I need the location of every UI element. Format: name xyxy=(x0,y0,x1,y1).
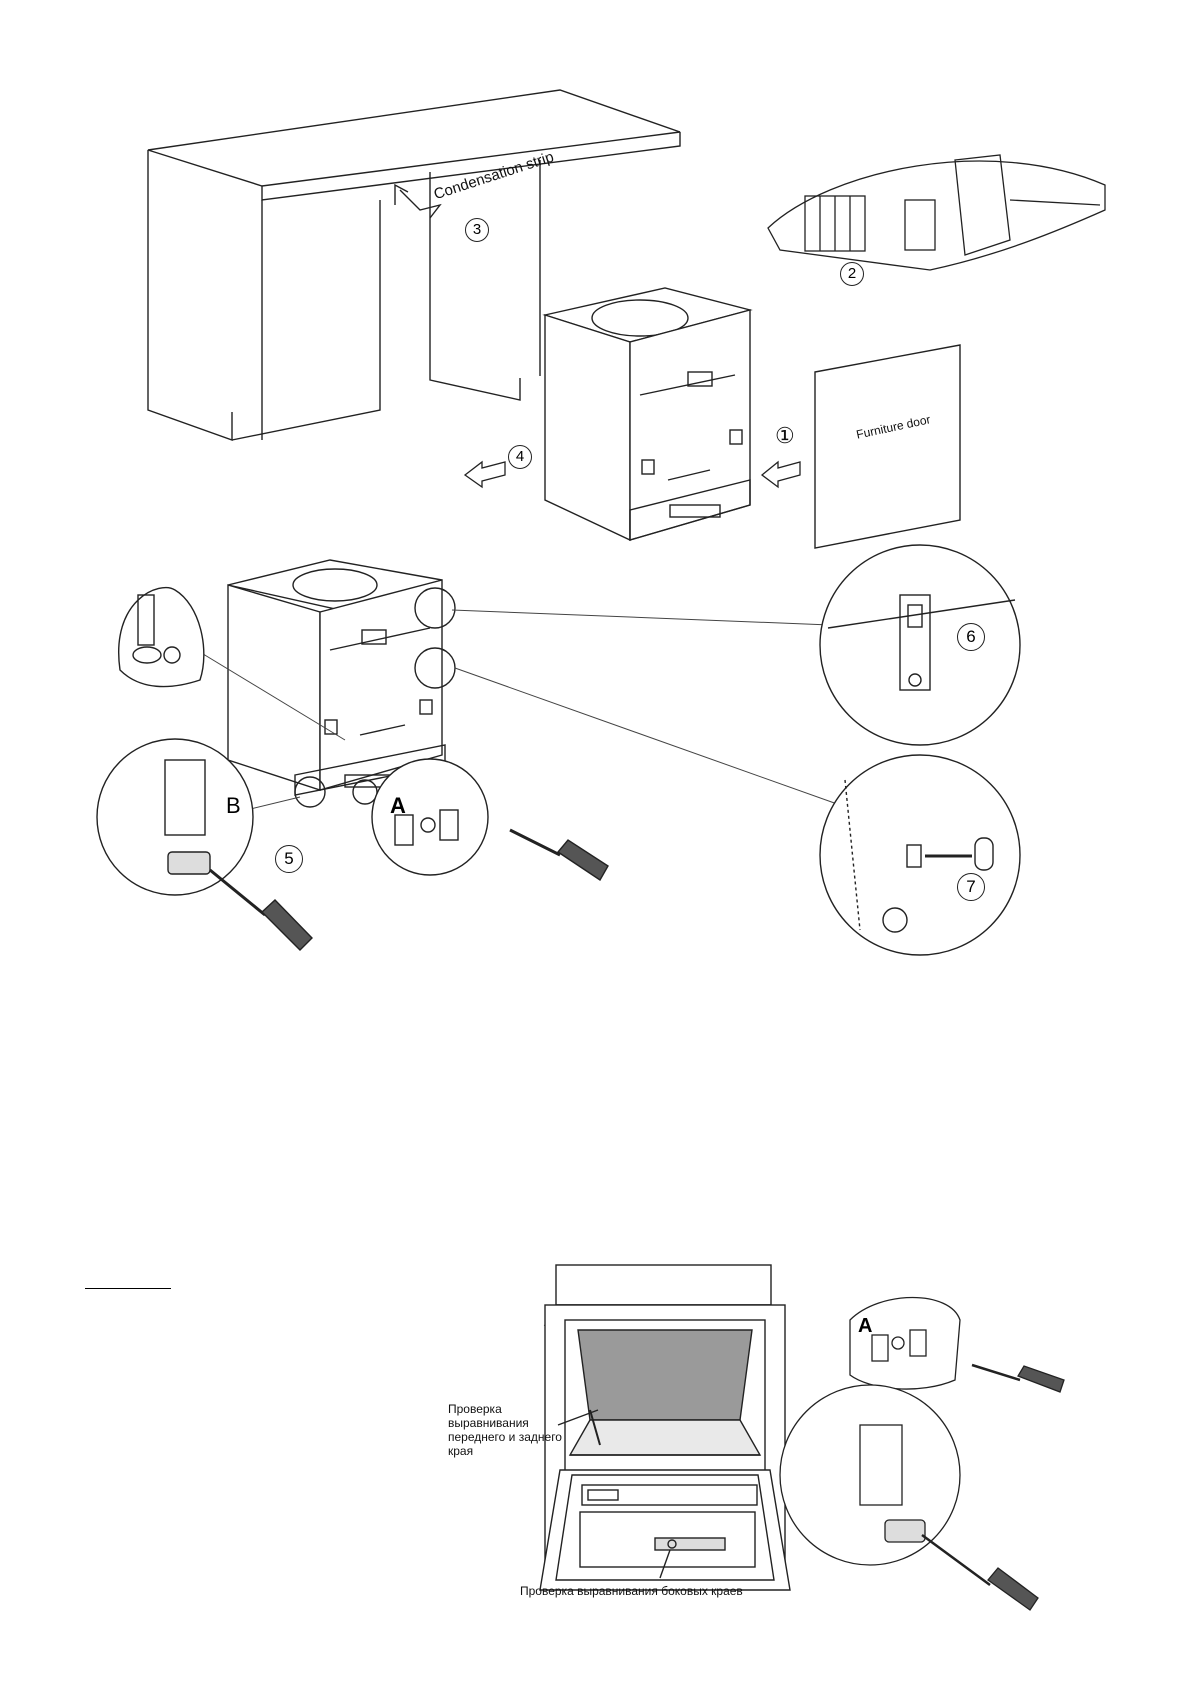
detail-a-letter-bottom: A xyxy=(858,1315,873,1337)
heading-underline xyxy=(85,1288,171,1289)
step-2-badge: 2 xyxy=(840,262,864,286)
step-3-badge: 3 xyxy=(465,218,489,242)
detail-b-letter: B xyxy=(226,793,241,818)
step-6-badge: 6 xyxy=(957,623,985,651)
check-front-back-label: Проверка выравнивания переднего и заднег… xyxy=(448,1402,562,1458)
step-1-badge: ① xyxy=(775,423,795,448)
step-7-badge: 7 xyxy=(957,873,985,901)
step-5-badge: 5 xyxy=(275,845,303,873)
installation-illustration-top xyxy=(96,89,1106,956)
step-4-badge: 4 xyxy=(508,445,532,469)
check-sides-label: Проверка выравнивания боковых краев xyxy=(520,1584,743,1598)
detail-a-letter: A xyxy=(390,793,406,818)
